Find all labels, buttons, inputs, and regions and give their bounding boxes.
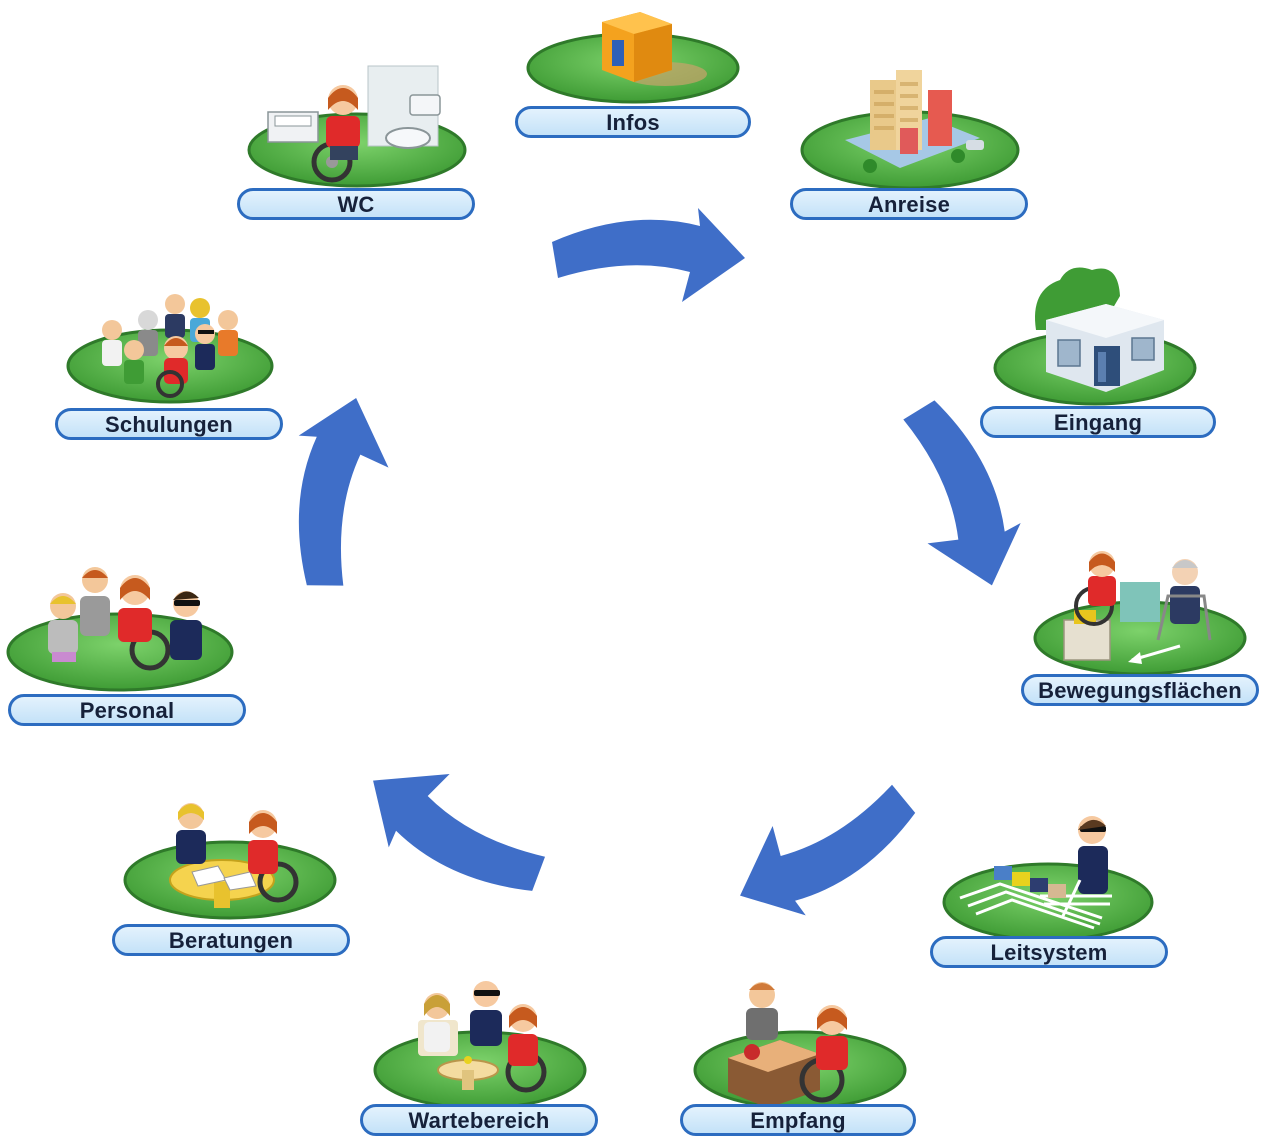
station-label-wartebereich[interactable]: Wartebereich: [360, 1104, 598, 1136]
station-label-bewegungsflaechen[interactable]: Bewegungsflächen: [1021, 674, 1259, 706]
station-label-wc[interactable]: WC: [237, 188, 475, 220]
station-label-leitsystem[interactable]: Leitsystem: [930, 936, 1168, 968]
tactile-guidance-icon: [942, 816, 1154, 942]
station-label-infos[interactable]: Infos: [515, 106, 751, 138]
building-entrance-icon: [993, 267, 1197, 406]
station-label-schulungen[interactable]: Schulungen: [55, 408, 283, 440]
consultation-table-icon: [123, 803, 337, 920]
station-label-beratungen[interactable]: Beratungen: [112, 924, 350, 956]
station-label-personal[interactable]: Personal: [8, 694, 246, 726]
reception-desk-icon: [693, 982, 907, 1110]
station-label-anreise[interactable]: Anreise: [790, 188, 1028, 220]
info-booth-icon: [526, 12, 740, 104]
station-label-empfang[interactable]: Empfang: [680, 1104, 916, 1136]
staff-group-icon: [6, 567, 234, 692]
waiting-area-icon: [373, 981, 587, 1110]
training-group-icon: [66, 294, 274, 404]
station-label-eingang[interactable]: Eingang: [980, 406, 1216, 438]
accessible-toilet-icon: [247, 65, 467, 188]
city-buildings-icon: [800, 70, 1020, 190]
wheelchair-walker-icon: [1033, 551, 1247, 676]
